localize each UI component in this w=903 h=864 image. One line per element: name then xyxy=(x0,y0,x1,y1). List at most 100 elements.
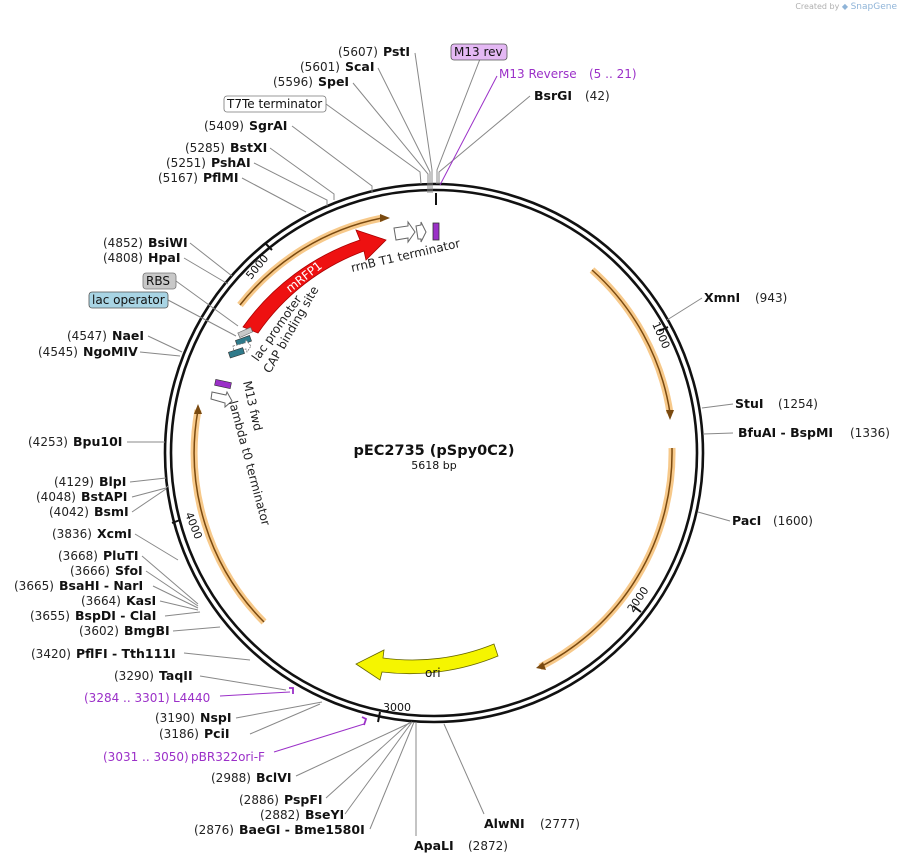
enzyme-bsmi: (4042)BsmI xyxy=(49,504,129,519)
leader-bsrgi xyxy=(438,95,531,184)
tick-mark-4000 xyxy=(171,519,181,524)
leader-paci xyxy=(697,511,731,522)
t7te-box-bg xyxy=(223,95,327,113)
enzyme-pspfi-pos: (2886) xyxy=(239,793,279,807)
enzyme-bfuai: BfuAI - BspMI(1336) xyxy=(738,425,890,440)
enzyme-pshai-name: PshAI xyxy=(211,155,251,170)
leader-naei xyxy=(147,335,183,353)
leader-pflfi xyxy=(183,652,251,661)
enzyme-bsiwi-pos: (4852) xyxy=(103,236,143,250)
lac-operator-box-bg xyxy=(88,291,169,309)
enzyme-psti-pos: (5607) xyxy=(338,45,378,59)
leader-l4440 xyxy=(219,691,291,697)
enzyme-pflfi-pos: (3420) xyxy=(31,647,71,661)
plasmid-length: 5618 bp xyxy=(411,459,456,472)
enzyme-xcmi-pos: (3836) xyxy=(52,527,92,541)
enzyme-bseyi-pos: (2882) xyxy=(260,808,300,822)
enzyme-sgrai-pos: (5409) xyxy=(204,119,244,133)
enzyme-hpai: (4808)HpaI xyxy=(103,250,181,265)
primer-pbr322-range: (3031 .. 3050) xyxy=(103,750,189,764)
enzyme-bmgbi-pos: (3602) xyxy=(79,624,119,638)
enzyme-pluti: (3668)PluTI xyxy=(58,548,139,563)
enzyme-pluti-pos: (3668) xyxy=(58,549,98,563)
leader-bstapi xyxy=(131,485,169,498)
enzyme-sfoi-name: SfoI xyxy=(115,563,143,578)
enzyme-spei-pos: (5596) xyxy=(273,75,313,89)
leader-stui xyxy=(701,403,734,409)
primer-pbr322: (3031 .. 3050)pBR322ori-F xyxy=(103,750,265,764)
enzyme-apali-name: ApaLI xyxy=(414,838,454,853)
m13-reverse-leader xyxy=(439,75,498,186)
enzyme-bstapi: (4048)BstAPI xyxy=(36,489,127,504)
credit-prefix: Created by xyxy=(795,2,840,11)
primer-m13-reverse-range: (5 .. 21) xyxy=(589,67,637,81)
enzyme-ngomiv: (4545)NgoMIV xyxy=(38,344,138,359)
enzyme-bpu10i-pos: (4253) xyxy=(28,435,68,449)
enzyme-bstapi-name: BstAPI xyxy=(81,489,127,504)
enzyme-bclvi-pos: (2988) xyxy=(211,771,251,785)
rbs-box: RBS xyxy=(142,272,177,290)
leader-bfuai xyxy=(702,432,734,435)
snapgene-credit: Created by ◆ SnapGene xyxy=(795,2,897,12)
enzyme-kasi-name: KasI xyxy=(126,593,156,608)
enzyme-baegi-name: BaeGI - Bme1580I xyxy=(239,822,365,837)
leader-bmgbi xyxy=(172,626,221,632)
enzyme-pcii-name: PciI xyxy=(204,726,230,741)
enzyme-pshai-pos: (5251) xyxy=(166,156,206,170)
enzyme-bfuai-name: BfuAI - BspMI xyxy=(738,425,833,440)
enzyme-bpu10i: (4253)Bpu10I xyxy=(28,434,122,449)
pbr322-marker xyxy=(361,716,368,726)
enzyme-pcii: (3186)PciI xyxy=(159,726,230,741)
orange-arc-top-core xyxy=(239,217,383,306)
enzyme-blpi: (4129)BlpI xyxy=(54,474,126,489)
enzyme-nspi: (3190)NspI xyxy=(155,710,232,725)
leader-lines xyxy=(127,52,734,836)
enzyme-xcmi-name: XcmI xyxy=(97,526,132,541)
leader-pbr322 xyxy=(273,723,365,753)
lac-operator-box: lac operator xyxy=(88,291,169,309)
rbs-block xyxy=(237,326,254,338)
enzyme-naei-name: NaeI xyxy=(112,328,144,343)
lac-operator-box-label: lac operator xyxy=(92,293,165,307)
enzyme-bsiwi: (4852)BsiWI xyxy=(103,235,188,250)
tick-mark-5000 xyxy=(265,243,273,251)
leader-bsahi xyxy=(152,585,199,609)
enzyme-bspdi-pos: (3655) xyxy=(30,609,70,623)
enzyme-naei: (4547) NaeI xyxy=(67,328,144,343)
leader-bspdi xyxy=(164,611,201,617)
leader-pcii xyxy=(249,703,321,735)
leader-pflmi xyxy=(241,177,307,213)
leader-pspfi xyxy=(325,721,411,799)
primer-m13-reverse-name: M13 Reverse xyxy=(499,67,577,81)
enzyme-kasi: (3664)KasI xyxy=(81,593,156,608)
lac-promoter-arrow xyxy=(232,339,252,353)
enzyme-ngomiv-pos: (4545) xyxy=(38,345,78,359)
enzyme-bstxi: (5285)BstXI xyxy=(185,140,267,155)
primer-l4440-name: L4440 xyxy=(173,691,210,705)
rrnb-terminator-arrow-2 xyxy=(415,221,427,243)
enzyme-bstxi-name: BstXI xyxy=(230,140,267,155)
enzyme-psti-name: PstI xyxy=(383,44,410,59)
leader-spei xyxy=(352,82,429,184)
enzyme-bseyi: (2882) BseYI xyxy=(260,807,344,822)
primer-pbr322-name: pBR322ori-F xyxy=(191,750,265,764)
leader-pshai xyxy=(253,162,328,206)
cap-binding-block xyxy=(228,347,245,359)
leader-taqii xyxy=(199,675,287,691)
orange-arc-left-core xyxy=(193,409,265,623)
enzyme-scai-pos: (5601) xyxy=(300,60,340,74)
lambda-terminator-arrow xyxy=(210,390,233,409)
arrowhead-2 xyxy=(536,662,546,670)
leader-sfoi xyxy=(145,570,199,607)
arrowhead-3 xyxy=(194,404,202,414)
enzyme-bseyi-name: BseYI xyxy=(305,807,344,822)
enzyme-pflfi: (3420)PflFI - Tth111I xyxy=(31,646,176,661)
m13-rev-box-label: M13 rev xyxy=(454,45,503,59)
mrfp1-arrow xyxy=(242,229,387,334)
enzyme-pspfi-name: PspFI xyxy=(284,792,323,807)
enzyme-naei-pos: (4547) xyxy=(67,329,107,343)
enzyme-xmni-name: XmnI xyxy=(704,290,740,305)
leader-hpai xyxy=(183,257,229,285)
leader-bstxi xyxy=(269,147,335,200)
enzyme-pspfi: (2886) PspFI xyxy=(239,792,323,807)
